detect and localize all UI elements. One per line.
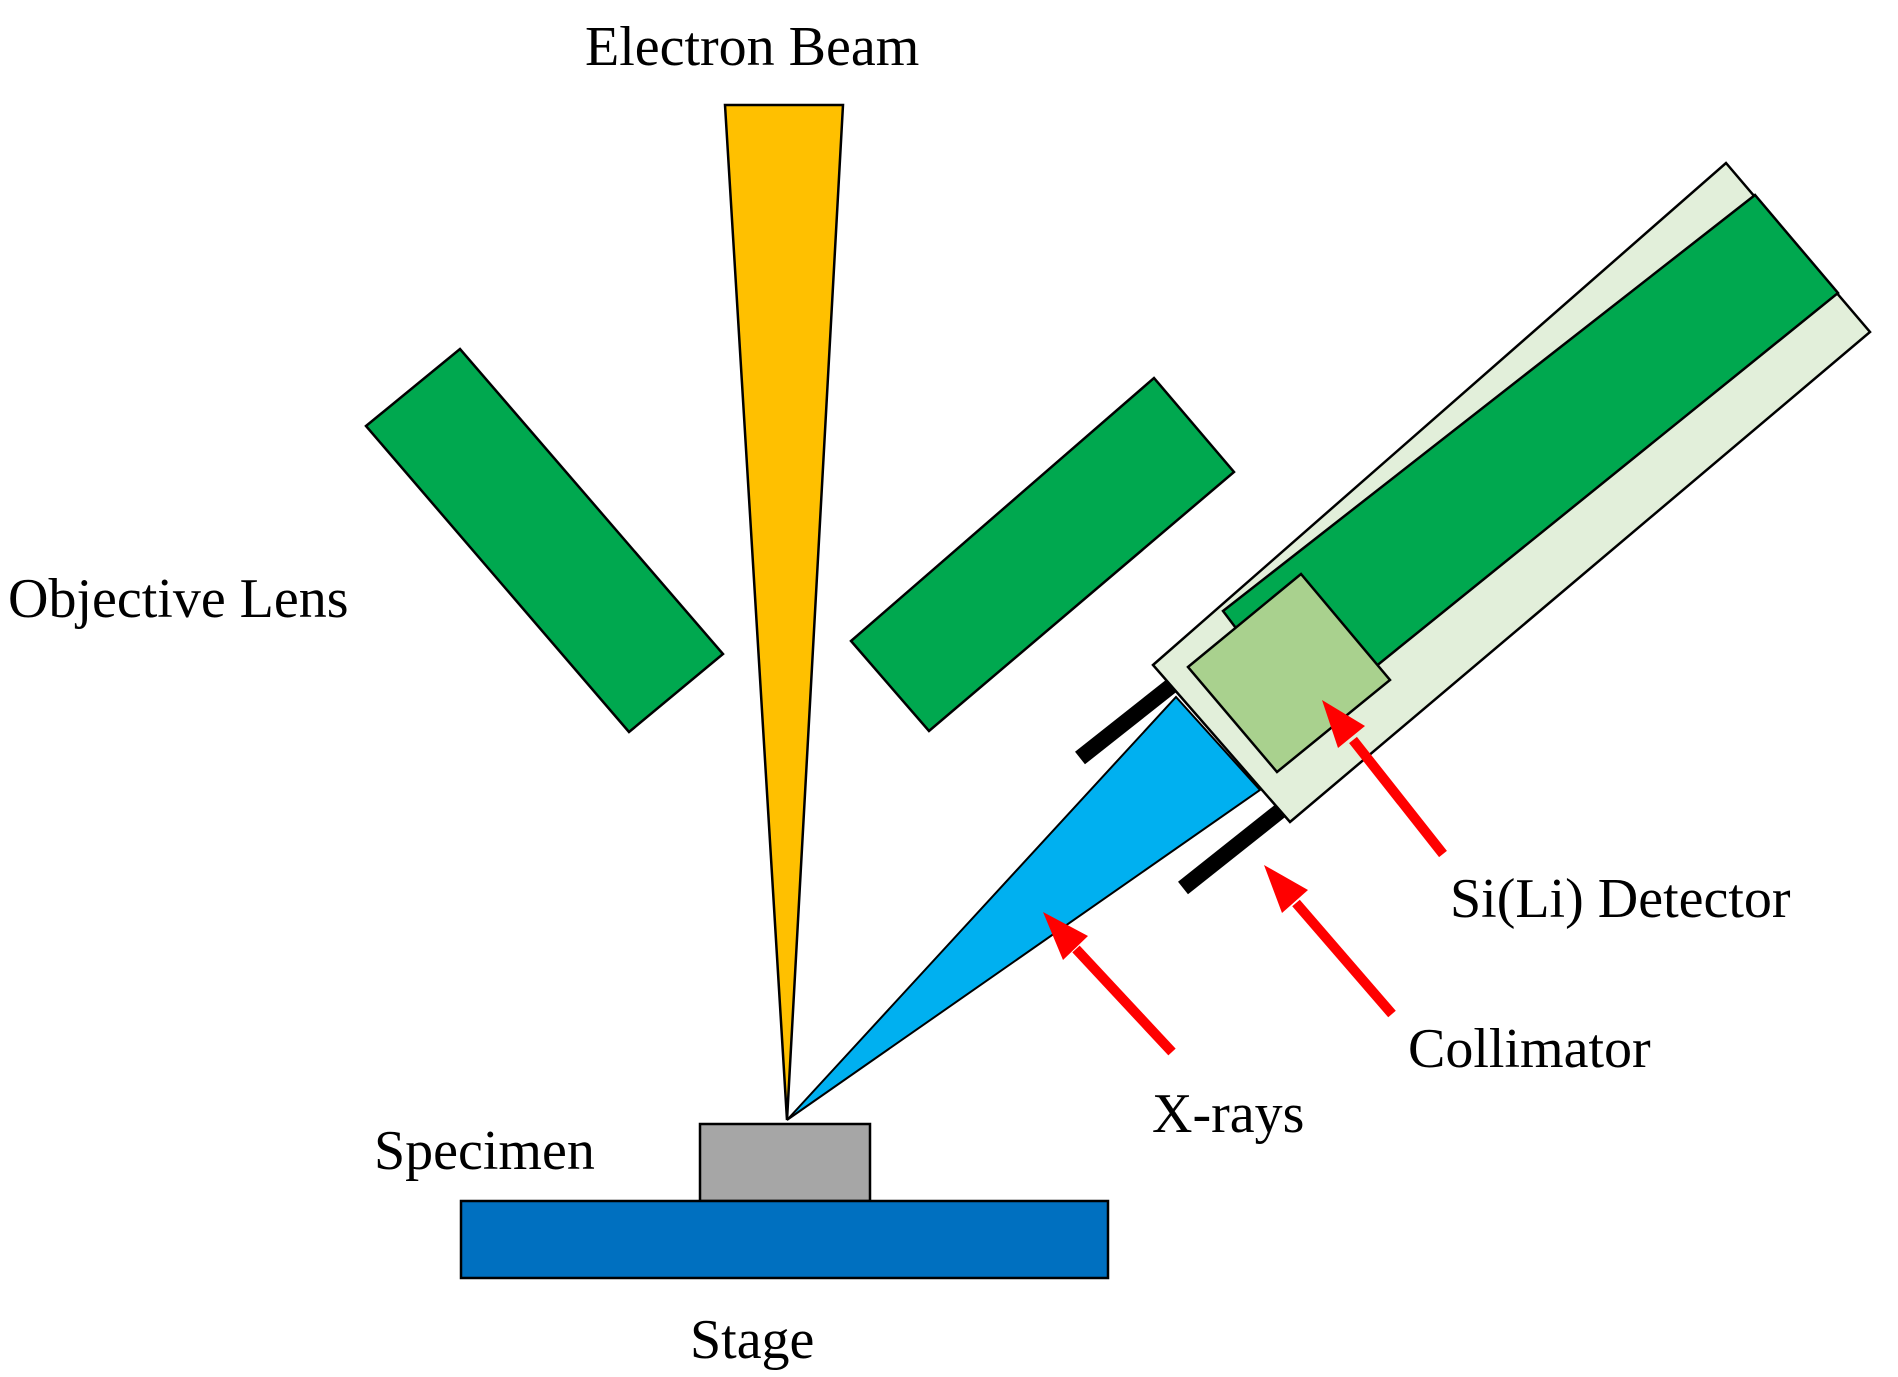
collimator-lower — [1178, 800, 1290, 895]
detector-crystal — [1186, 572, 1392, 774]
collimator-upper — [1075, 668, 1190, 765]
specimen — [698, 1122, 872, 1203]
objective-lens-left — [364, 347, 725, 734]
arrow-xrays — [1043, 912, 1176, 1056]
stage-label: Stage — [690, 1309, 814, 1371]
stage — [459, 1199, 1110, 1280]
detector-label: Si(Li) Detector — [1450, 868, 1791, 930]
specimen-label: Specimen — [374, 1120, 595, 1182]
electron-beam — [723, 103, 845, 1121]
arrow-detector — [1322, 700, 1447, 858]
electron-beam-label: Electron Beam — [585, 16, 919, 78]
objective-lens-right — [849, 376, 1236, 733]
objective-lens-label: Objective Lens — [8, 568, 349, 630]
xray-cone — [786, 695, 1262, 1121]
arrow-collimator — [1264, 865, 1396, 1018]
collimator-label: Collimator — [1408, 1018, 1651, 1080]
xrays-label: X-rays — [1152, 1083, 1304, 1145]
